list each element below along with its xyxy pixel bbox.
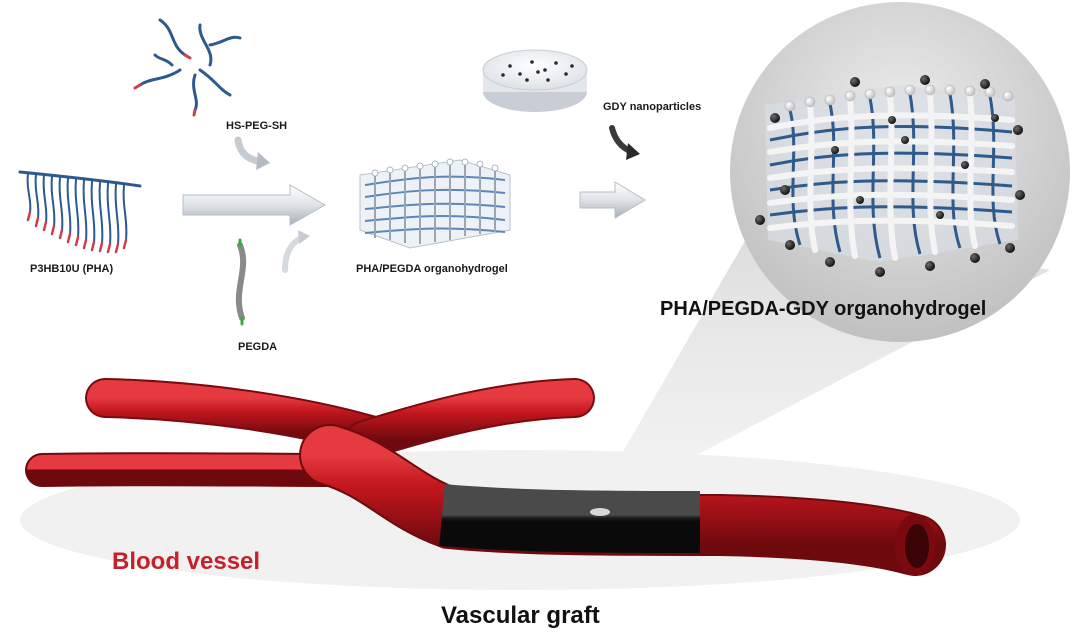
blood-vessel-label: Blood vessel (112, 548, 261, 575)
hs-peg-sh-molecules (133, 18, 242, 117)
reaction-arrow-2 (579, 181, 646, 219)
pegda-label: PEGDA (238, 341, 278, 353)
hs-peg-sh-label: HS-PEG-SH (226, 120, 288, 132)
pha-pegda-label: PHA/PEGDA organohydrogel (356, 263, 508, 275)
gdy-nanoparticles-label: GDY nanoparticles (603, 101, 702, 113)
front-left-branch (27, 454, 360, 485)
gdy-dish (482, 49, 588, 112)
vascular-graft-label: Vascular graft (441, 602, 600, 629)
upper-right-branch (347, 380, 593, 458)
pegda-molecule (235, 238, 247, 326)
vessel-group (25, 378, 946, 576)
reaction-arrow-1 (182, 184, 327, 226)
pha-pegda-block (359, 158, 511, 249)
p3hb10u-polymer (18, 170, 142, 254)
pha-pegda-gdy-block (755, 75, 1025, 277)
graft-segment (439, 484, 701, 553)
pha-pegda-gdy-label: PHA/PEGDA-GDY organohydrogel (660, 298, 987, 320)
p3hb10u-label: P3HB10U (PHA) (30, 263, 114, 275)
